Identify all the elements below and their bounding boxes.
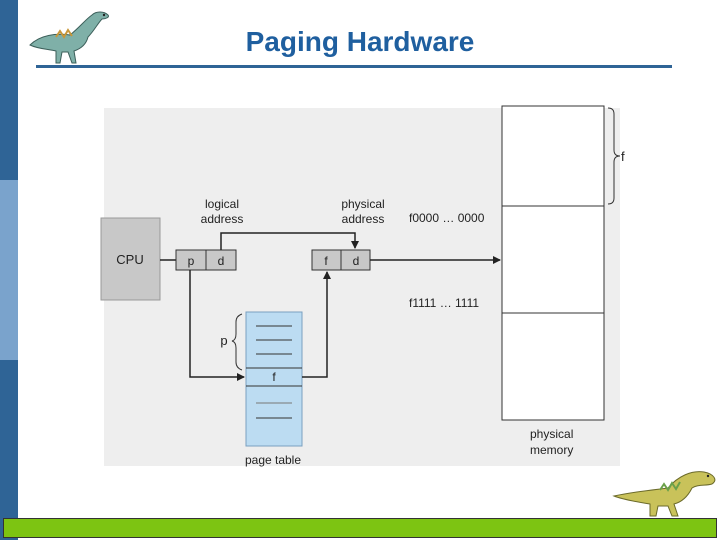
physical-address-label-line2: address (342, 212, 385, 226)
physical-f-label: f (324, 254, 328, 268)
page-table (245, 311, 303, 447)
physical-memory-label-line1: physical (530, 427, 573, 441)
frame-brace (607, 107, 621, 205)
frame-brace-label: f (621, 149, 625, 164)
left-sidebar-bar (0, 0, 18, 540)
cpu-label: CPU (116, 252, 143, 267)
dinosaur-logo-top-left (29, 11, 109, 64)
sidebar-light-segment (0, 180, 18, 360)
page-index-brace (231, 313, 243, 371)
logical-address-label-line1: logical (205, 197, 239, 211)
physical-memory-label-line2: memory (530, 443, 573, 457)
frame-start-label: f0000 … 0000 (409, 211, 485, 225)
logical-address-label-line2: address (201, 212, 244, 226)
page-number-arrow (189, 270, 245, 381)
offset-arrow (220, 232, 359, 250)
page-index-label: p (220, 333, 227, 348)
page-table-label: page table (245, 453, 301, 467)
frame-end-label: f1111 … 1111 (409, 296, 479, 310)
frame-number-arrow (302, 271, 331, 378)
footer-bar (3, 518, 717, 538)
physical-address-label-line1: physical (341, 197, 384, 211)
page-table-entry-f: f (272, 370, 276, 384)
title-underline (36, 65, 672, 68)
physical-address-box (311, 249, 371, 271)
logical-address-box (175, 249, 237, 271)
logical-d-label: d (218, 254, 225, 268)
physical-d-label: d (353, 254, 360, 268)
cpu-box (100, 217, 161, 301)
physical-memory (501, 105, 605, 421)
dinosaur-logo-bottom-right (612, 471, 716, 517)
slide-title: Paging Hardware (245, 26, 475, 57)
logical-p-label: p (188, 254, 195, 268)
